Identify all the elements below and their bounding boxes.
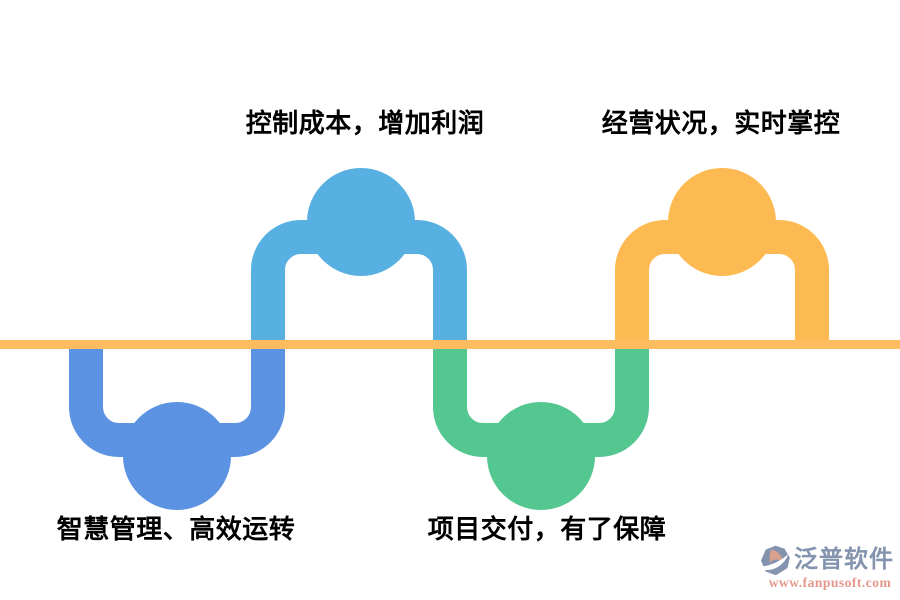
brand-url: www.fanpusoft.com (768, 575, 892, 590)
wave-node-step2 (307, 168, 415, 276)
step-label-smart-management: 智慧管理、高效运转 (56, 514, 296, 544)
wave-node-step1 (123, 402, 231, 510)
fanpu-logo-icon (761, 545, 790, 575)
brand-name: 泛普软件 (794, 546, 894, 573)
brand-watermark: 泛普软件 www.fanpusoft.com (760, 544, 900, 591)
brand-row: 泛普软件 (760, 544, 900, 576)
step-label-cost-control: 控制成本，增加利润 (245, 108, 485, 138)
wave-node-step4 (668, 168, 776, 276)
timeline-line (0, 340, 900, 349)
step-label-business-status: 经营状况，实时掌控 (601, 108, 841, 138)
wave-node-step3 (487, 402, 595, 510)
step-label-project-delivery: 项目交付，有了保障 (427, 514, 667, 544)
